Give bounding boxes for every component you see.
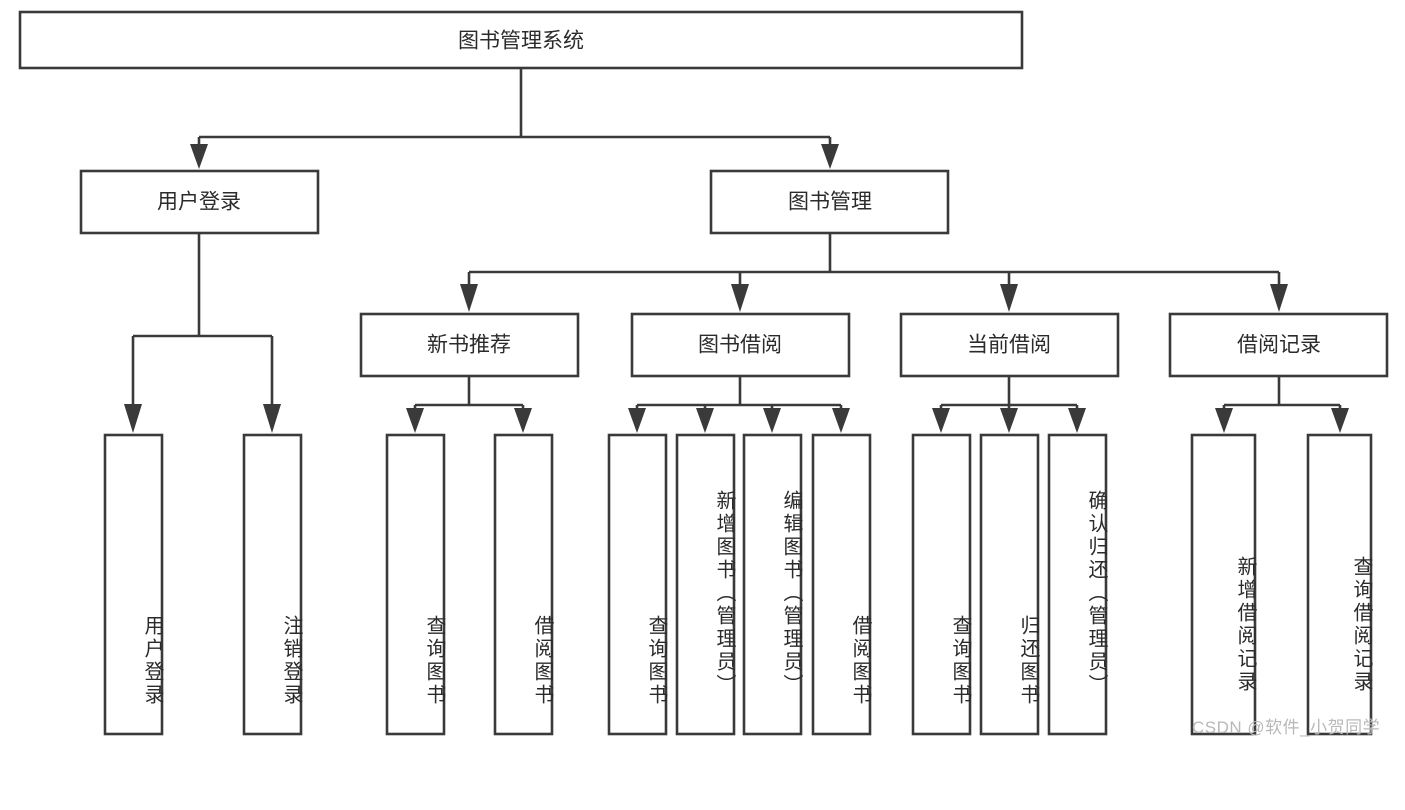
nodes-layer: 图书管理系统 用户登录 图书管理 新书推荐 图书借阅 当前借阅 借阅记录: [18, 10, 1389, 736]
leaf-edit-book-box[interactable]: [742, 433, 803, 736]
arrow-to-book-borrow: [731, 284, 749, 312]
arrow-to-leaf-query-book-3: [932, 408, 950, 433]
connectors-layer: [124, 68, 1349, 433]
leaf-borrow-book-2-box[interactable]: [811, 433, 872, 736]
arrow-to-leaf-return-book: [1000, 408, 1018, 433]
leaf-add-record-box[interactable]: [1190, 433, 1257, 736]
arrow-to-leaf-query-record: [1331, 408, 1349, 433]
arrow-to-user-login: [190, 144, 208, 169]
hierarchy-tree-svg: 图书管理系统 用户登录 图书管理 新书推荐 图书借阅 当前借阅 借阅记录: [18, 10, 1389, 736]
node-new-book-recommend-box[interactable]: [359, 312, 580, 378]
arrow-to-leaf-borrow-book-2: [832, 408, 850, 433]
arrow-to-leaf-edit-book: [763, 408, 781, 433]
arrow-to-current-borrow: [1000, 284, 1018, 312]
leaf-query-book-2-box[interactable]: [607, 433, 668, 736]
node-book-borrow-label: 图书借阅: [698, 334, 782, 357]
node-borrow-record-label: 借阅记录: [1237, 334, 1321, 357]
node-borrow-record-box[interactable]: [1168, 312, 1389, 378]
arrow-to-leaf-query-book-1: [406, 408, 424, 433]
node-user-login-box[interactable]: [79, 169, 320, 235]
arrow-to-leaf-add-book: [696, 408, 714, 433]
leaf-query-record-box[interactable]: [1306, 433, 1373, 736]
leaf-confirm-return-box[interactable]: [1047, 433, 1108, 736]
leaf-add-book-box[interactable]: [675, 433, 736, 736]
arrow-to-leaf-user-login: [124, 404, 142, 433]
arrow-to-leaf-borrow-book-1: [514, 408, 532, 433]
node-root-label: 图书管理系统: [458, 30, 584, 53]
leaf-borrow-book-1-box[interactable]: [493, 433, 554, 736]
node-book-borrow-box[interactable]: [630, 312, 851, 378]
leaf-logout-box[interactable]: [242, 433, 303, 736]
arrow-to-leaf-logout: [263, 404, 281, 433]
diagram-canvas: 图书管理系统 用户登录 图书管理 新书推荐 图书借阅 当前借阅 借阅记录: [18, 10, 1389, 737]
arrow-to-leaf-confirm-return: [1068, 408, 1086, 433]
arrow-to-book-manage: [821, 144, 839, 169]
node-current-borrow-label: 当前借阅: [967, 334, 1051, 357]
node-new-book-recommend-label: 新书推荐: [427, 334, 511, 357]
leaf-user-login-box[interactable]: [103, 433, 164, 736]
node-user-login-label: 用户登录: [157, 191, 241, 214]
node-root-box[interactable]: [18, 10, 1024, 70]
leaf-query-book-3-box[interactable]: [911, 433, 972, 736]
arrow-to-new-book-recommend: [460, 284, 478, 312]
node-current-borrow-box[interactable]: [899, 312, 1120, 378]
node-book-manage-label: 图书管理: [788, 191, 872, 214]
arrow-to-leaf-add-record: [1215, 408, 1233, 433]
csdn-watermark: CSDN @软件_小贺同学: [1192, 718, 1381, 737]
arrow-to-borrow-record: [1270, 284, 1288, 312]
leaf-query-book-1-box[interactable]: [385, 433, 446, 736]
arrow-to-leaf-query-book-2: [628, 408, 646, 433]
leaf-return-book-box[interactable]: [979, 433, 1040, 736]
node-book-manage-box[interactable]: [709, 169, 950, 235]
